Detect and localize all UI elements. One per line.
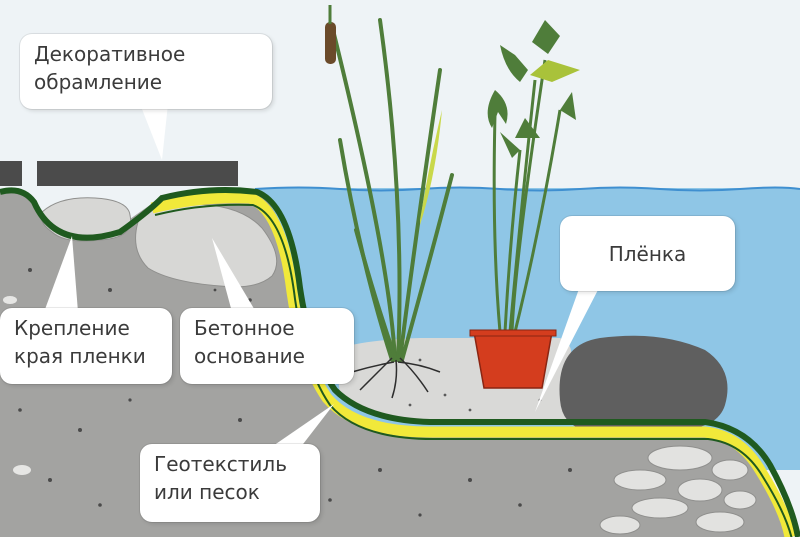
pointer-edge-fastening: [44, 236, 78, 312]
label-geotextile-line1: Геотекстиль: [154, 452, 287, 476]
pointer-concrete-base: [212, 238, 256, 312]
label-decorative-frame-line2: обрамление: [34, 70, 163, 94]
callout-film: Плёнка: [560, 216, 735, 291]
callout-decorative-frame: Декоративное обрамление: [20, 34, 272, 109]
geotextile-outline: [154, 203, 793, 537]
pond-film-liner: [0, 187, 800, 537]
callout-edge-fastening: Крепление края пленки: [0, 308, 172, 384]
label-film: Плёнка: [608, 242, 687, 266]
pointer-geotextile: [270, 404, 334, 448]
decorative-paving: [37, 161, 238, 186]
plant-pot-rim: [469, 329, 557, 337]
label-concrete-base-line2: основание: [194, 344, 305, 368]
geotextile-layer: [150, 192, 796, 537]
pointer-film: [535, 286, 600, 412]
pointer-decorative-frame: [140, 104, 168, 160]
cattail-head: [325, 22, 336, 64]
label-edge-fastening-line2: края пленки: [14, 344, 146, 368]
label-geotextile-line2: или песок: [154, 480, 260, 504]
arrowhead-plant: [487, 20, 580, 333]
label-concrete-base-line1: Бетонное: [194, 316, 295, 340]
plant-roots: [351, 357, 441, 399]
callout-pointers: [44, 104, 600, 448]
paving-slab-left: [0, 161, 22, 186]
cattail-plant: [325, 5, 454, 399]
label-decorative-frame-line1: Декоративное: [34, 42, 186, 66]
callout-geotextile: Геотекстиль или песок: [140, 444, 320, 522]
callout-concrete-base: Бетонное основание: [180, 308, 354, 384]
label-edge-fastening-line1: Крепление: [14, 316, 130, 340]
bottom-boulder: [559, 335, 728, 430]
plant-pot: [473, 331, 553, 389]
small-pebbles: [3, 296, 31, 475]
gravel-pile: [599, 445, 757, 535]
water-surface-line: [254, 186, 800, 192]
